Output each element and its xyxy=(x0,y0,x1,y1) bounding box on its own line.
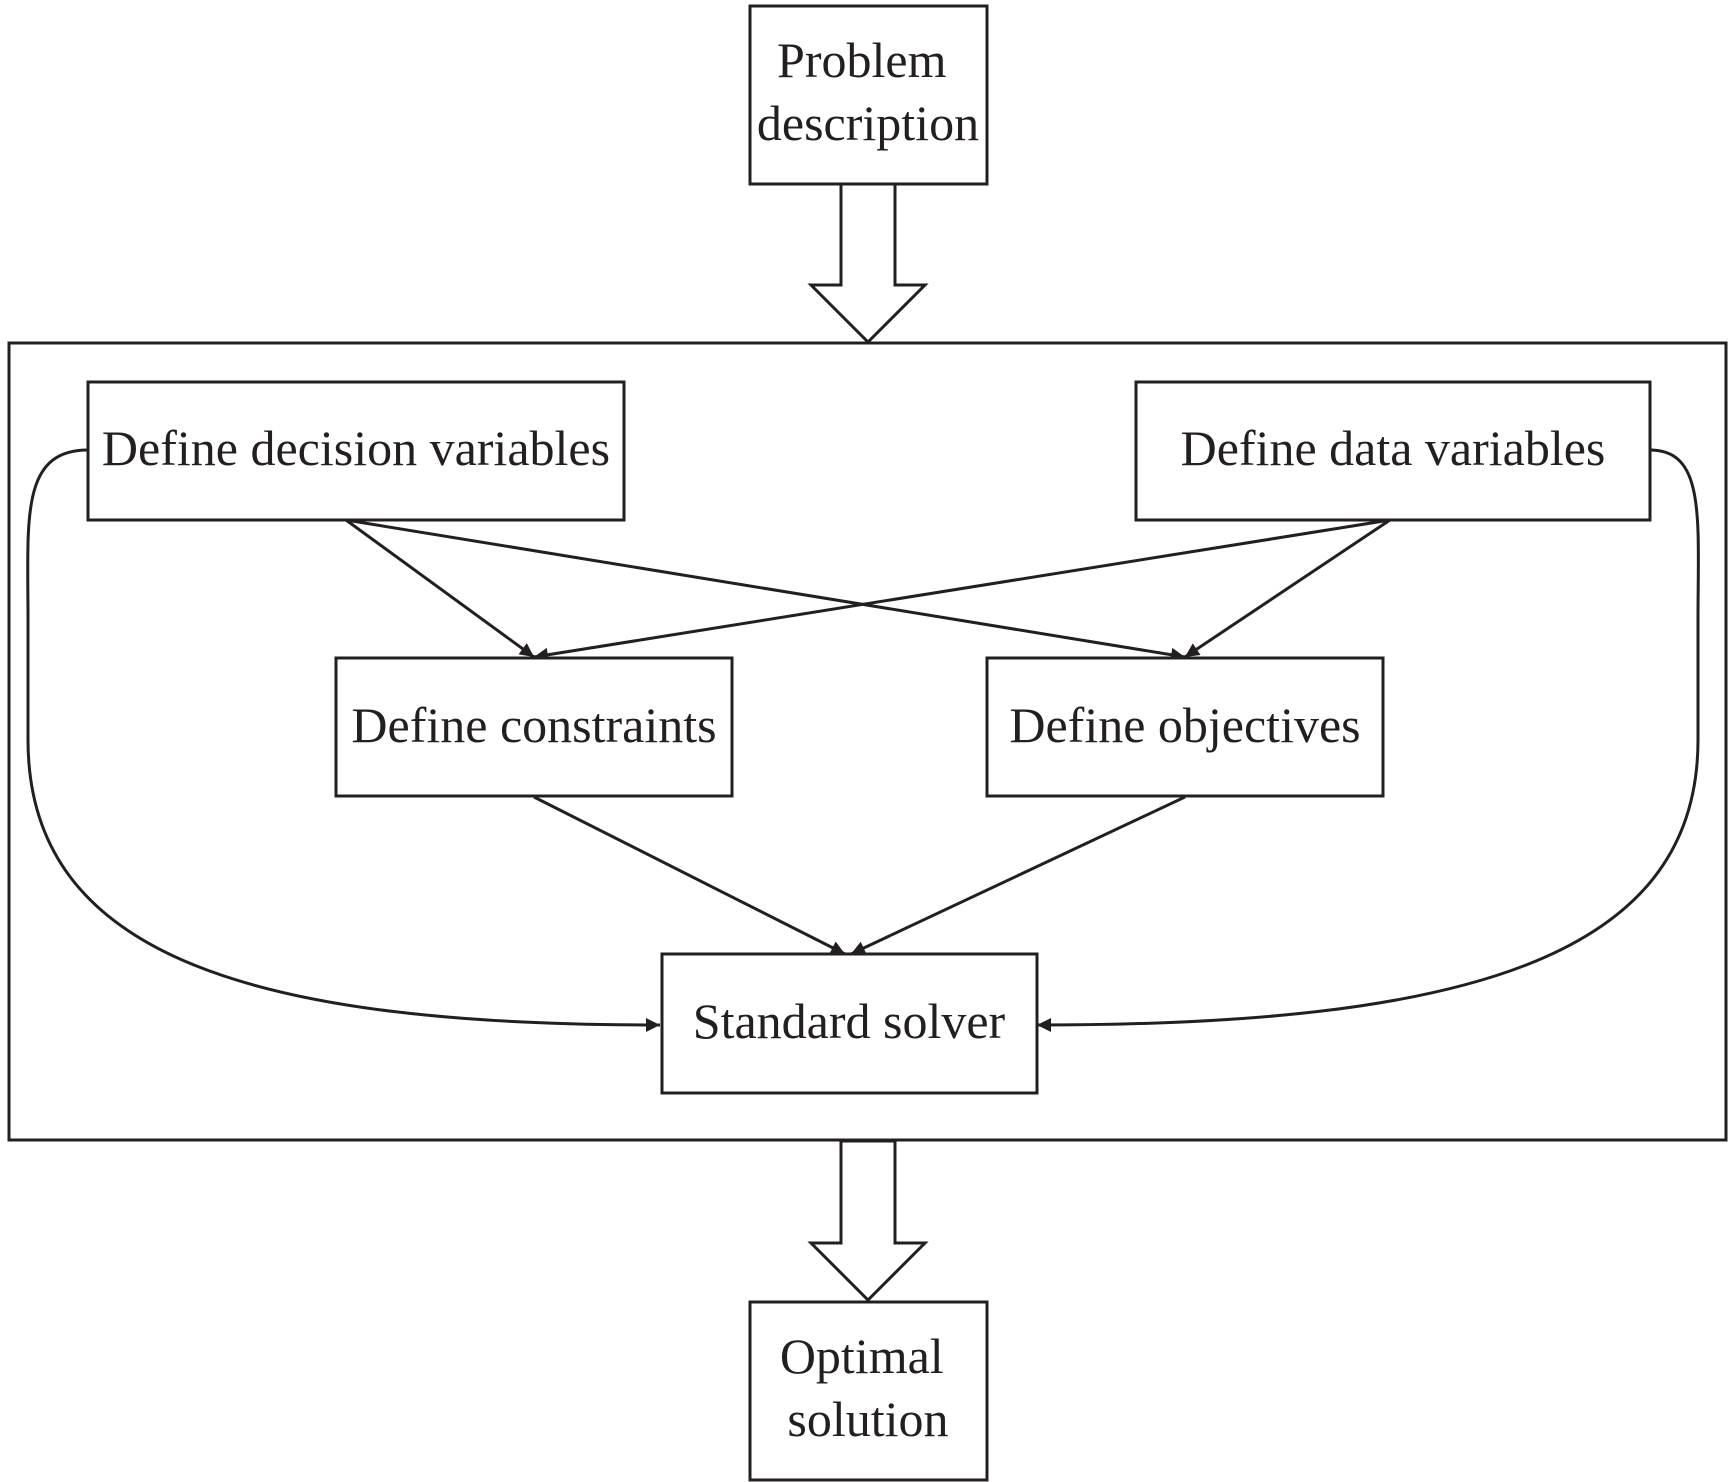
edge-data-to-solver-curve xyxy=(1036,448,1700,1032)
edge-data-to-objectives xyxy=(1184,518,1391,659)
block-arrow-to-solution xyxy=(807,1139,929,1303)
edge-decision-to-solver-curve xyxy=(26,448,661,1032)
edge-data-to-constraints xyxy=(533,518,1391,662)
node-define-constraints: Define constraints xyxy=(334,656,734,798)
edge-decision-to-objectives xyxy=(345,518,1186,662)
node-optimal-solution: Optimal solution xyxy=(748,1300,989,1482)
node-label: Define data variables xyxy=(1181,420,1606,476)
node-label: Define objectives xyxy=(1009,697,1360,753)
node-label: Problem description xyxy=(757,32,979,151)
block-arrow-into-model xyxy=(807,182,929,345)
node-define-decision-variables: Define decision variables xyxy=(86,380,626,522)
node-label: Define decision variables xyxy=(102,420,610,476)
node-define-data-variables: Define data variables xyxy=(1134,380,1652,522)
edge-constraints-to-solver xyxy=(533,795,846,956)
node-problem-description: Problem description xyxy=(748,4,989,186)
node-label: Define constraints xyxy=(351,697,716,753)
node-define-objectives: Define objectives xyxy=(985,656,1385,798)
edge-objectives-to-solver xyxy=(850,795,1186,956)
node-label: Standard solver xyxy=(693,993,1006,1049)
node-label: Optimal solution xyxy=(780,1328,956,1447)
edge-decision-to-constraints xyxy=(345,518,535,659)
node-standard-solver: Standard solver xyxy=(660,952,1039,1095)
